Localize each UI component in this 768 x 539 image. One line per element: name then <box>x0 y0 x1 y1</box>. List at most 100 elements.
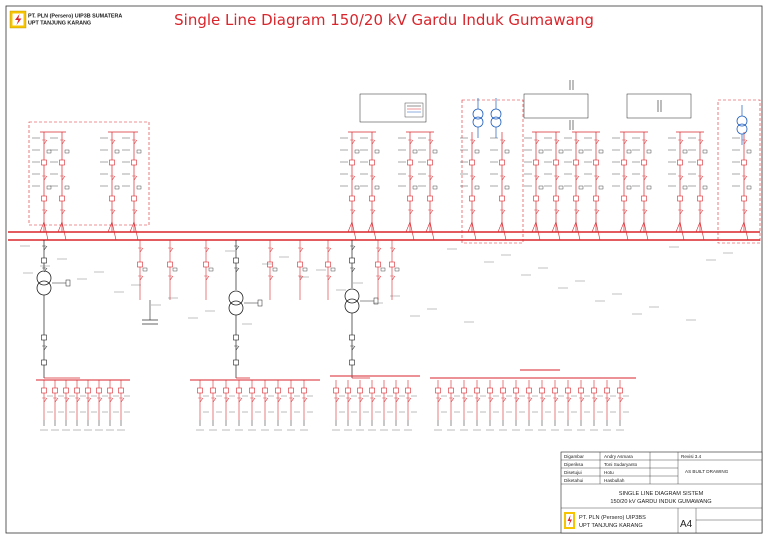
disconnector-icon <box>299 275 304 281</box>
pln-logo-icon <box>9 10 27 29</box>
ct-box <box>702 185 708 190</box>
circuit-breaker-icon <box>85 387 91 394</box>
busbar-tap <box>679 221 685 241</box>
disconnector-icon <box>290 397 295 403</box>
busbar-tap <box>43 221 49 241</box>
ct-box <box>746 185 752 190</box>
circuit-breaker-icon <box>301 387 307 394</box>
ct-box <box>646 185 652 190</box>
busbar-tap <box>535 221 541 241</box>
bay-150kv-group <box>28 99 761 244</box>
disconnector-icon <box>251 397 256 403</box>
disconnector-icon <box>699 139 704 145</box>
disconnector-icon <box>555 209 560 215</box>
busbar-tap <box>675 221 681 233</box>
disconnector-icon <box>501 139 506 145</box>
company-name-footer: PT. PLN (Persero) UIP3BS <box>579 515 646 521</box>
circuit-breaker-icon <box>621 195 627 202</box>
disconnector-icon <box>98 397 103 403</box>
busbar-tap <box>405 221 411 233</box>
disconnector-icon <box>133 139 138 145</box>
ct-box <box>374 185 380 190</box>
circuit-breaker-icon <box>593 195 599 202</box>
disconnector-icon <box>87 397 92 403</box>
disconnector-icon <box>61 175 66 181</box>
ct-box <box>474 185 480 190</box>
busbar-tap <box>699 221 705 241</box>
busbar-tap <box>591 221 597 233</box>
busbar-tap <box>367 221 373 233</box>
disconnector-icon <box>743 209 748 215</box>
disconnector-icon <box>679 139 684 145</box>
disconnector-icon <box>120 397 125 403</box>
circuit-breaker-icon <box>233 334 239 341</box>
disconnector-icon <box>623 175 628 181</box>
circuit-breaker-icon <box>267 261 273 268</box>
ct-box <box>142 267 148 272</box>
disconnector-icon <box>528 397 533 403</box>
disconnector-icon <box>575 139 580 145</box>
circuit-breaker-icon <box>357 387 363 394</box>
circuit-breaker-icon <box>405 387 411 394</box>
disconnector-icon <box>377 247 382 253</box>
circuit-breaker-icon <box>137 261 143 268</box>
circuit-breaker-icon <box>573 159 579 166</box>
disconnector-icon <box>535 209 540 215</box>
ct-box <box>626 149 632 154</box>
circuit-breaker-icon <box>59 195 65 202</box>
unit-name-header: UPT TANJUNG KARANG <box>28 21 91 27</box>
busbar-tap <box>501 221 507 241</box>
circuit-breaker-icon <box>697 159 703 166</box>
ct-box <box>702 149 708 154</box>
disconnector-icon <box>54 397 59 403</box>
circuit-breaker-icon <box>249 387 255 394</box>
ct-box <box>558 149 564 154</box>
ct-box <box>474 149 480 154</box>
circuit-breaker-icon <box>41 195 47 202</box>
disconnector-icon <box>303 397 308 403</box>
transformer-winding <box>736 115 748 127</box>
circuit-breaker-icon <box>448 387 454 394</box>
circuit-breaker-icon <box>641 159 647 166</box>
busbar-tap <box>571 221 577 233</box>
disconnector-icon <box>593 397 598 403</box>
busbar-tap <box>471 221 477 241</box>
disconnector-icon <box>277 397 282 403</box>
circuit-breaker-icon <box>469 159 475 166</box>
disconnector-icon <box>235 267 240 273</box>
circuit-breaker-icon <box>275 387 281 394</box>
disconnector-icon <box>43 245 48 251</box>
circuit-breaker-icon <box>526 387 532 394</box>
disconnector-icon <box>699 209 704 215</box>
ct-box <box>354 185 360 190</box>
ct-box <box>626 185 632 190</box>
disconnector-icon <box>450 397 455 403</box>
circuit-breaker-icon <box>389 261 395 268</box>
circuit-breaker-icon <box>621 159 627 166</box>
circuit-breaker-icon <box>349 159 355 166</box>
circuit-breaker-icon <box>677 195 683 202</box>
circuit-breaker-icon <box>41 387 47 394</box>
disconnector-icon <box>395 397 400 403</box>
circuit-breaker-icon <box>617 387 623 394</box>
circuit-breaker-icon <box>427 195 433 202</box>
disconnector-icon <box>133 209 138 215</box>
ct-box <box>578 149 584 154</box>
circuit-breaker-icon <box>325 261 331 268</box>
disconnector-icon <box>643 139 648 145</box>
disconnector-icon <box>409 209 414 215</box>
disconnector-icon <box>169 247 174 253</box>
circuit-breaker-icon <box>499 159 505 166</box>
circuit-breaker-icon <box>591 387 597 394</box>
disconnector-icon <box>205 275 210 281</box>
disconnector-icon <box>359 397 364 403</box>
circuit-breaker-icon <box>131 195 137 202</box>
ct-box <box>682 149 688 154</box>
ct-box <box>558 185 564 190</box>
ct-box <box>114 149 120 154</box>
disconnector-icon <box>76 397 81 403</box>
circuit-breaker-icon <box>381 387 387 394</box>
disconnector-icon <box>139 247 144 253</box>
disconnector-icon <box>43 345 48 351</box>
